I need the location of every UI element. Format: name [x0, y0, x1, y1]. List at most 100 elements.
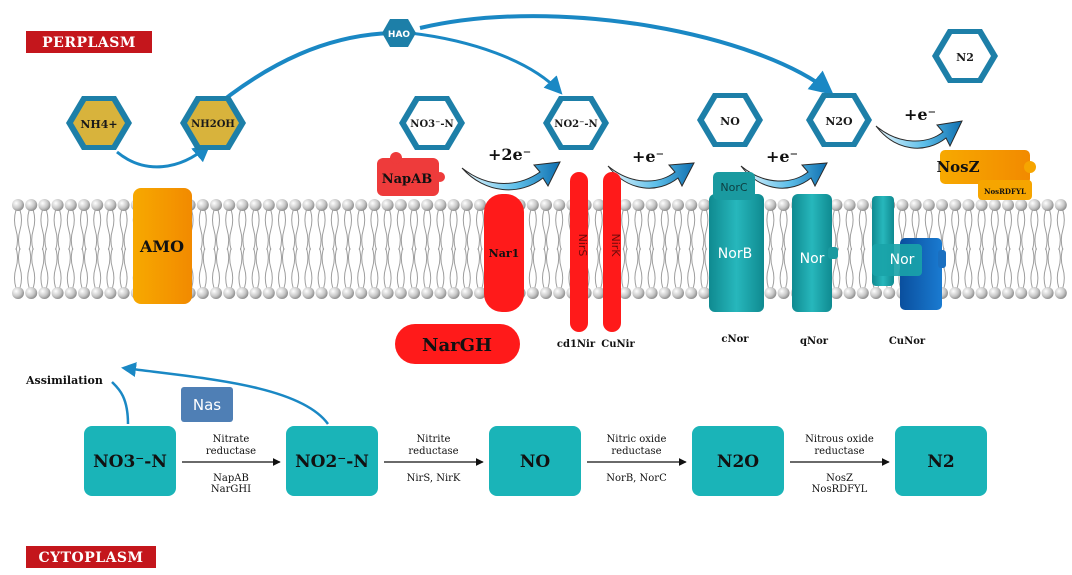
- lipid-head: [685, 199, 698, 211]
- lipid-tail: [845, 209, 850, 251]
- lipid-head: [645, 287, 658, 299]
- lipid-head: [210, 199, 222, 211]
- lipid-tail: [674, 209, 678, 251]
- lipid-head: [355, 199, 368, 211]
- lipid-tail: [344, 209, 348, 251]
- lipid-tail: [119, 209, 124, 251]
- enzyme-nirs: NirS: [570, 172, 589, 332]
- lipid-head: [764, 287, 777, 299]
- lipid-tail: [414, 247, 418, 289]
- lipid-head: [64, 287, 77, 299]
- lipid-tail: [31, 209, 36, 251]
- pathway-step-name-line1: Nitrous oxide: [805, 434, 874, 445]
- lipid-tail: [264, 209, 269, 251]
- lipid-tail: [400, 209, 405, 251]
- lipid-tail: [334, 209, 339, 251]
- enzyme-cnor: NorC NorB: [709, 172, 764, 312]
- lipid-head: [474, 287, 486, 299]
- lipid-tail: [1030, 209, 1035, 251]
- lipid-tail: [321, 247, 326, 289]
- lipid-tail: [542, 209, 546, 251]
- lipid-tail: [955, 247, 960, 289]
- lipid-tail: [994, 247, 999, 289]
- lipid-tail: [660, 209, 665, 251]
- lipid-tail: [436, 247, 441, 289]
- lipid-tail: [1034, 209, 1039, 251]
- pathway-step-genes-line2: NosRDFYL: [812, 484, 868, 495]
- pathway-box-label: NO: [520, 452, 551, 472]
- lipid-head: [276, 287, 288, 299]
- lipid-head: [645, 199, 658, 211]
- lipid-head: [447, 287, 460, 299]
- lipid-tail: [990, 247, 995, 289]
- hexagon-nh4: NH4+: [66, 96, 132, 150]
- pathway-step-genes-line1: NosZ: [826, 473, 853, 484]
- electron-arrow-1e-b: +e⁻: [740, 147, 828, 189]
- norc-label: NorC: [720, 181, 747, 194]
- napab-label: NapAB: [382, 172, 432, 187]
- lipid-tail: [278, 247, 282, 289]
- lipid-head: [540, 199, 552, 211]
- lipid-head: [975, 287, 988, 299]
- lipid-head: [38, 287, 51, 299]
- lipid-tail: [990, 209, 995, 251]
- lipid-tail: [594, 209, 599, 251]
- lipid-tail: [1021, 209, 1026, 251]
- lipid-tail: [555, 209, 560, 251]
- lipid-head: [249, 287, 262, 299]
- lipid-head: [949, 287, 962, 299]
- lipid-tail: [955, 209, 960, 251]
- lipid-tail: [1060, 247, 1065, 289]
- lipid-tail: [449, 247, 454, 289]
- lipid-tail: [202, 247, 207, 289]
- lipid-head: [526, 287, 539, 299]
- nh4-label: NH4+: [80, 118, 117, 131]
- lipid-head: [302, 199, 315, 211]
- lipid-tail: [1047, 209, 1052, 251]
- lipid-head: [1054, 287, 1067, 299]
- lipid-head: [236, 287, 249, 299]
- lipid-tail: [66, 247, 71, 289]
- lipid-head: [975, 199, 988, 211]
- lipid-tail: [647, 209, 652, 251]
- lipid-tail: [268, 247, 273, 289]
- lipid-head: [223, 287, 236, 299]
- lipid-tail: [110, 209, 115, 251]
- lipid-head: [896, 199, 909, 211]
- lipid-head: [78, 287, 90, 299]
- hexagon-n2: N2: [932, 29, 998, 83]
- assimilation-label: Assimilation: [25, 374, 103, 387]
- lipid-tail: [14, 209, 18, 251]
- lipid-tail: [44, 247, 49, 289]
- pathway-step-name-line2: reductase: [408, 446, 458, 457]
- lipid-tail: [480, 209, 484, 251]
- lipid-tail: [330, 209, 335, 251]
- lipid-head: [104, 287, 117, 299]
- lipid-tail: [106, 247, 111, 289]
- cunir-label: CuNir: [601, 339, 635, 350]
- lipid-tail: [621, 247, 626, 289]
- lipid-tail: [480, 247, 484, 289]
- lipid-tail: [964, 247, 969, 289]
- periplasm-label-text: PERPLASM: [42, 35, 136, 51]
- lipid-tail: [427, 209, 432, 251]
- lipid-tail: [691, 209, 696, 251]
- enzyme-nargh: NarGH: [395, 324, 520, 364]
- lipid-tail: [66, 209, 71, 251]
- enzyme-cunor: Nor: [872, 196, 946, 310]
- lipid-tail: [291, 209, 296, 251]
- lipid-tail: [704, 209, 709, 251]
- lipid-tail: [700, 209, 705, 251]
- lipid-tail: [625, 209, 630, 251]
- lipid-head: [12, 199, 24, 211]
- lipid-head: [315, 287, 328, 299]
- cd1nir-label: cd1Nir: [557, 339, 596, 350]
- lipid-tail: [97, 247, 102, 289]
- norb-label: NorB: [718, 246, 752, 262]
- hexagon-no3: NO3⁻-N: [399, 96, 465, 150]
- lipid-head: [289, 287, 302, 299]
- hexagon-no: NO: [697, 93, 763, 147]
- lipid-tail: [304, 209, 309, 251]
- lipid-tail: [674, 247, 678, 289]
- lipid-tail: [80, 247, 84, 289]
